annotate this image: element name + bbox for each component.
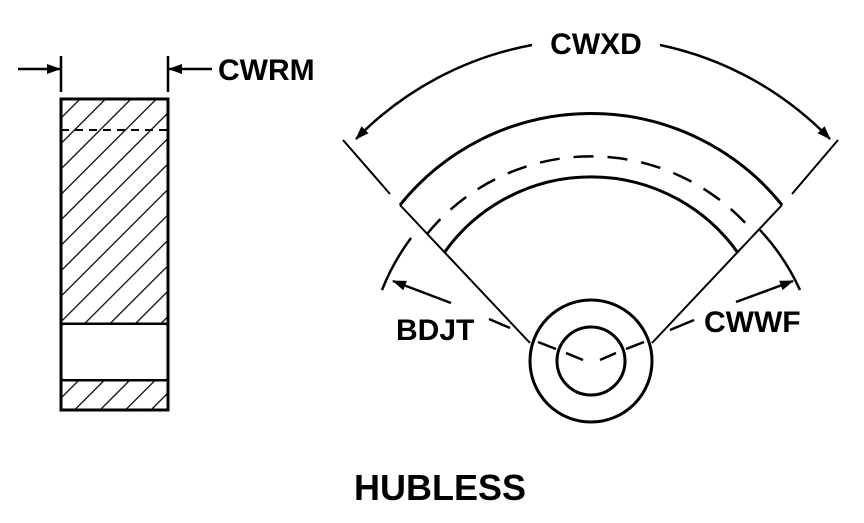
bdjt-arrow — [392, 279, 452, 305]
label-cwxd: CWXD — [550, 28, 642, 61]
title-hubless: HUBLESS — [354, 467, 526, 508]
bdjt-arc — [380, 237, 413, 291]
side-outline — [59, 97, 170, 412]
cwxd-arrow-left — [355, 43, 533, 140]
sector-right-edge — [651, 204, 783, 344]
side-view: CWRM — [18, 54, 315, 412]
inner-arc — [442, 175, 740, 254]
bore-circle — [555, 325, 627, 397]
label-cwwf: CWWF — [704, 306, 801, 339]
hatched-lower-section — [61, 380, 168, 410]
cwwf-arc — [759, 229, 802, 291]
bdjt-leader — [488, 317, 511, 330]
cwwf-arrow — [735, 279, 794, 304]
outer-circle — [528, 298, 654, 424]
center-line-left-b — [565, 351, 584, 362]
cwwf-leader — [669, 318, 695, 332]
front-view: CWXD BDJT CWWF — [342, 28, 839, 424]
label-cwrm: CWRM — [218, 54, 315, 87]
center-line-right-b — [599, 351, 617, 362]
outer-arc — [398, 111, 784, 206]
label-bdjt: BDJT — [396, 314, 474, 347]
center-line-right-a — [625, 340, 645, 351]
center-line-left-a — [537, 340, 557, 351]
sector-left-edge — [399, 204, 531, 344]
cwxd-extension-left — [342, 139, 391, 195]
cwxd-arrow-right — [659, 43, 831, 140]
dashed-arc — [426, 155, 756, 235]
bore-void — [63, 325, 166, 379]
cwxd-extension-right — [791, 139, 839, 195]
hatched-upper-section — [61, 99, 168, 324]
